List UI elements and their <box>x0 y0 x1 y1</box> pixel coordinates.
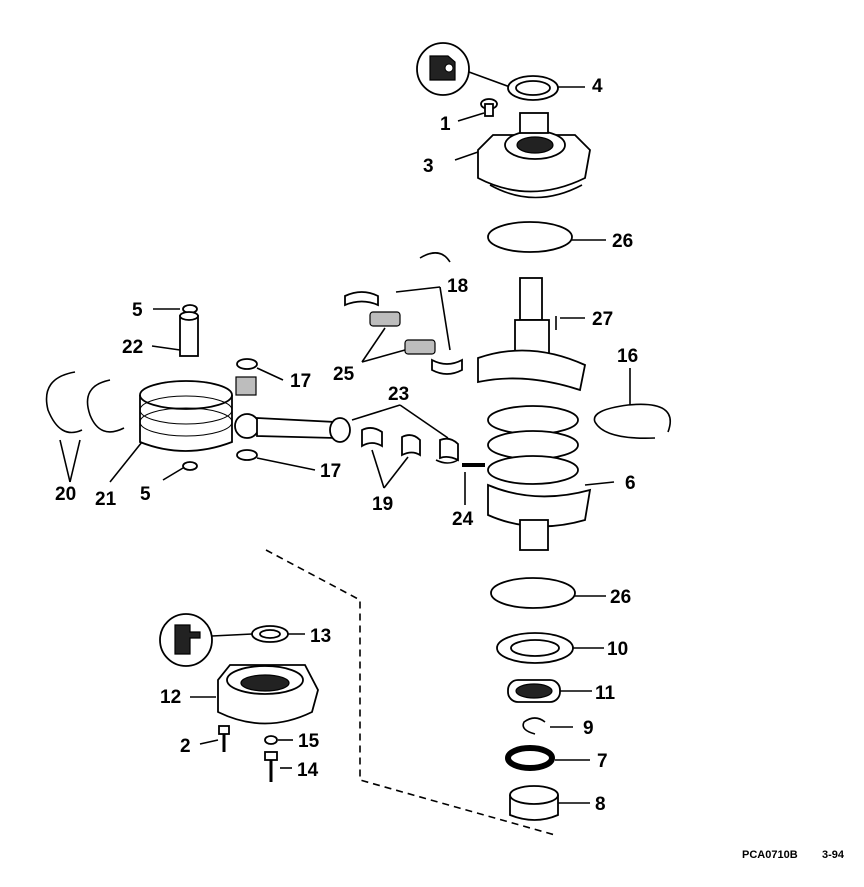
snap-ring-part <box>593 368 671 439</box>
label-part-17-top: 17 <box>290 371 311 392</box>
ball-bearing-part <box>507 679 592 703</box>
figure-code: PCA0710B <box>742 849 798 861</box>
label-part-4: 4 <box>592 76 603 97</box>
rod-screw-part <box>462 463 485 505</box>
label-part-6: 6 <box>625 473 636 494</box>
seal-callout-icon <box>416 42 511 96</box>
dowel-pin-part <box>457 98 498 122</box>
o-ring-upper-part <box>487 221 606 253</box>
label-part-18: 18 <box>447 276 468 297</box>
label-part-24: 24 <box>452 509 474 530</box>
plate-part <box>496 632 604 664</box>
piston-part <box>109 380 233 483</box>
label-part-25: 25 <box>333 364 355 385</box>
label-part-15: 15 <box>298 731 320 752</box>
lock-washer-part <box>264 735 293 745</box>
o-ring-lower-part <box>490 577 606 609</box>
label-part-11: 11 <box>595 683 616 704</box>
label-part-26-bottom: 26 <box>610 587 631 608</box>
sealant-callout-icon <box>159 613 253 667</box>
lower-seal-part <box>505 745 590 771</box>
label-part-2: 2 <box>180 736 191 757</box>
top-seal-part <box>507 75 585 101</box>
label-part-13: 13 <box>310 626 331 647</box>
label-part-23: 23 <box>388 384 409 405</box>
label-part-14: 14 <box>297 760 319 781</box>
piston-rings-part <box>45 371 125 483</box>
retaining-ring-part <box>395 252 451 351</box>
label-part-19: 19 <box>372 494 393 515</box>
wrist-pin-part <box>151 311 199 357</box>
rod-cap-part <box>351 404 459 464</box>
connecting-rod-part <box>234 413 351 443</box>
assembly-guide-line <box>265 549 556 836</box>
lower-bearing-housing-part <box>190 664 319 725</box>
label-part-27: 27 <box>592 309 613 330</box>
thrust-washers-part <box>235 358 316 471</box>
label-part-5-top: 5 <box>132 300 143 321</box>
label-part-26-top: 26 <box>612 231 633 252</box>
label-part-22: 22 <box>122 337 143 358</box>
upper-bearing-housing-part <box>454 112 591 199</box>
label-part-17-bottom: 17 <box>320 461 341 482</box>
housing-screw-part <box>199 725 230 752</box>
sleeve-part <box>509 785 590 821</box>
label-part-21: 21 <box>95 489 117 510</box>
label-part-20: 20 <box>55 484 76 505</box>
label-part-12: 12 <box>160 687 181 708</box>
label-part-10: 10 <box>607 639 628 660</box>
wrist-pin-retainer-bottom-part <box>162 461 198 481</box>
bolt-part <box>264 751 292 782</box>
figure-date: 3-94 <box>822 849 845 861</box>
crankcase-seal-part <box>251 625 305 643</box>
label-part-5-bottom: 5 <box>140 484 151 505</box>
label-part-1: 1 <box>440 114 451 135</box>
label-part-3: 3 <box>423 156 434 177</box>
label-part-8: 8 <box>595 794 606 815</box>
label-part-16: 16 <box>617 346 638 367</box>
label-part-7: 7 <box>597 751 608 772</box>
crankshaft-part <box>477 277 615 551</box>
bearing-retaining-ring-part <box>522 717 573 735</box>
bearing-liners-part <box>361 427 421 489</box>
label-part-9: 9 <box>583 718 594 739</box>
needle-bearing-cages-part <box>344 291 463 375</box>
